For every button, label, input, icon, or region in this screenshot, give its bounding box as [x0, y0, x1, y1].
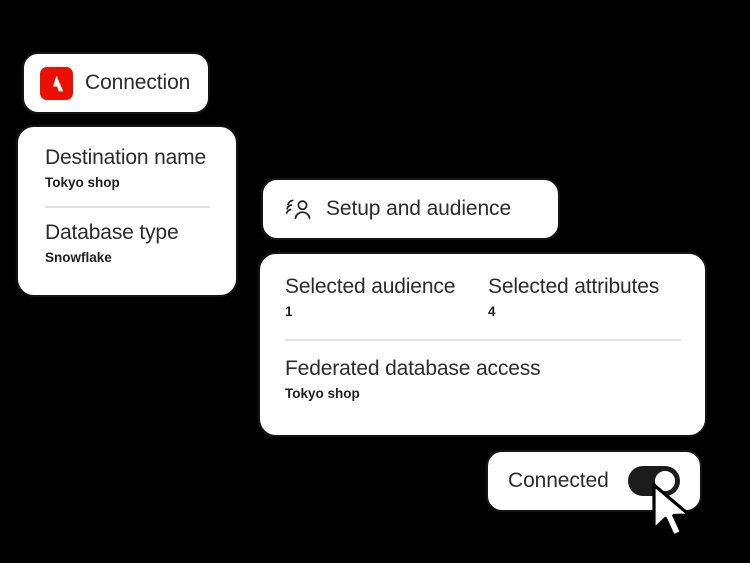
stat-selected-attributes: Selected attributes 4 — [488, 274, 681, 322]
selected-audience-label: Selected audience — [285, 275, 456, 298]
destination-card: Destination name Tokyo shop Database typ… — [16, 125, 238, 297]
audience-details-card: Selected audience 1 Selected attributes … — [258, 252, 707, 437]
toggle-knob — [653, 469, 677, 493]
connected-toggle[interactable] — [628, 466, 680, 496]
federated-database-access-label: Federated database access — [285, 357, 541, 380]
selected-audience-value: 1 — [285, 304, 293, 319]
database-type-label: Database type — [45, 221, 179, 244]
field-destination-name: Destination name Tokyo shop — [45, 145, 210, 193]
connection-title: Connection — [85, 71, 191, 94]
connected-card[interactable]: Connected — [486, 450, 702, 512]
selected-attributes-label: Selected attributes — [488, 275, 660, 298]
field-database-type: Database type Snowflake — [45, 220, 210, 268]
connection-card[interactable]: Connection — [22, 52, 210, 114]
destination-name-label: Destination name — [45, 146, 207, 169]
database-type-value: Snowflake — [45, 250, 112, 265]
people-group-icon — [283, 196, 313, 222]
setup-and-audience-card[interactable]: Setup and audience — [261, 178, 560, 240]
selected-attributes-value: 4 — [488, 304, 496, 319]
field-federated-database-access: Federated database access Tokyo shop — [285, 356, 681, 404]
federated-database-access-value: Tokyo shop — [285, 386, 360, 401]
setup-and-audience-title: Setup and audience — [326, 197, 512, 220]
connected-label: Connected — [508, 469, 609, 492]
destination-name-value: Tokyo shop — [45, 175, 120, 190]
details-divider — [285, 339, 681, 341]
adobe-logo-icon — [40, 66, 73, 100]
stats-row: Selected audience 1 Selected attributes … — [285, 274, 681, 322]
stat-selected-audience: Selected audience 1 — [285, 274, 488, 322]
destination-divider — [45, 206, 210, 208]
